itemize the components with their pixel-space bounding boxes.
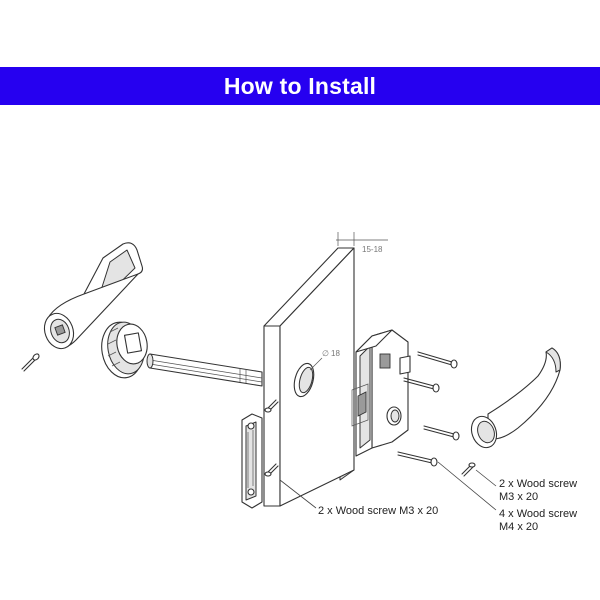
callout-large-screws-line1: 4 x Wood screw <box>499 508 577 520</box>
strike-plate <box>241 413 263 509</box>
large-screws <box>397 351 460 467</box>
leader-small-screws <box>475 469 497 487</box>
leader-door-screws <box>279 479 317 509</box>
callout-small-screws-line2: M3 x 20 <box>499 491 538 503</box>
right-set-screw <box>461 462 476 477</box>
leader-large-screws <box>437 461 497 511</box>
hole-diameter-dimension: 18 <box>331 349 340 358</box>
door-panel <box>263 232 388 507</box>
spindle <box>146 353 263 387</box>
header-banner: How to Install <box>0 67 600 105</box>
door-screws <box>264 399 279 477</box>
page-title: How to Install <box>223 72 377 99</box>
right-lever-handle <box>470 347 561 449</box>
callout-door-screws: 2 x Wood screw M3 x 20 <box>318 505 438 517</box>
callout-large-screws-line2: M4 x 20 <box>499 521 538 533</box>
hole-diameter-symbol: ∅ <box>322 349 329 358</box>
left-rose <box>101 321 148 379</box>
left-lever-handle <box>43 242 144 350</box>
left-set-screw <box>21 353 40 372</box>
lock-body <box>351 329 411 457</box>
thickness-dimension: 15-18 <box>362 245 383 254</box>
callout-small-screws-line1: 2 x Wood screw <box>499 478 577 490</box>
